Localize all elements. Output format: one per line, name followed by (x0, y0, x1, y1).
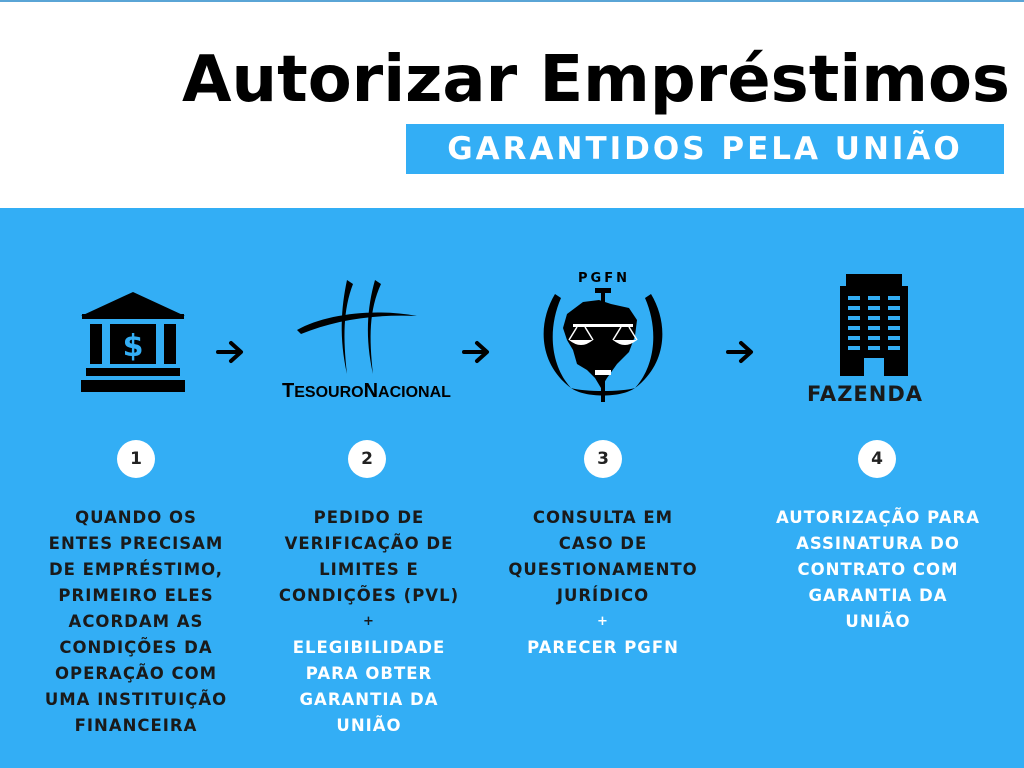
arrow-right-icon (726, 341, 753, 363)
pgfn-emblem-icon (543, 288, 663, 402)
arrow-right-icon (462, 341, 489, 363)
step-number: 1 (117, 440, 155, 478)
step-number: 3 (584, 440, 622, 478)
arrow-right-icon (216, 341, 243, 363)
fazenda-label: FAZENDA (807, 382, 924, 406)
svg-text:$: $ (123, 329, 144, 364)
office-building-icon (840, 274, 908, 376)
tesouro-nacional-wordmark: TESOURONACIONAL (282, 380, 451, 402)
top-rule (0, 0, 1024, 2)
step-4-description: AUTORIZAÇÃO PARA ASSINATURA DO CONTRATO … (776, 508, 980, 631)
step-1-description: QUANDO OS ENTES PRECISAM DE EMPRÉSTIMO, … (44, 508, 228, 735)
tesouro-nacional-logo (297, 280, 417, 374)
pgfn-label: PGFN (578, 271, 630, 286)
page-subtitle: GARANTIDOS PELA UNIÃO (406, 124, 1004, 174)
page-title: Autorizar Empréstimos (182, 43, 1010, 117)
step-number: 4 (858, 440, 896, 478)
bank-dollar-icon: $ (81, 292, 185, 392)
step-2-description: PEDIDO DE VERIFICAÇÃO DE LIMITES E CONDI… (278, 508, 460, 735)
step-3-description: CONSULTA EM CASO DE QUESTIONAMENTO JURÍD… (508, 508, 698, 657)
step-number: 2 (348, 440, 386, 478)
